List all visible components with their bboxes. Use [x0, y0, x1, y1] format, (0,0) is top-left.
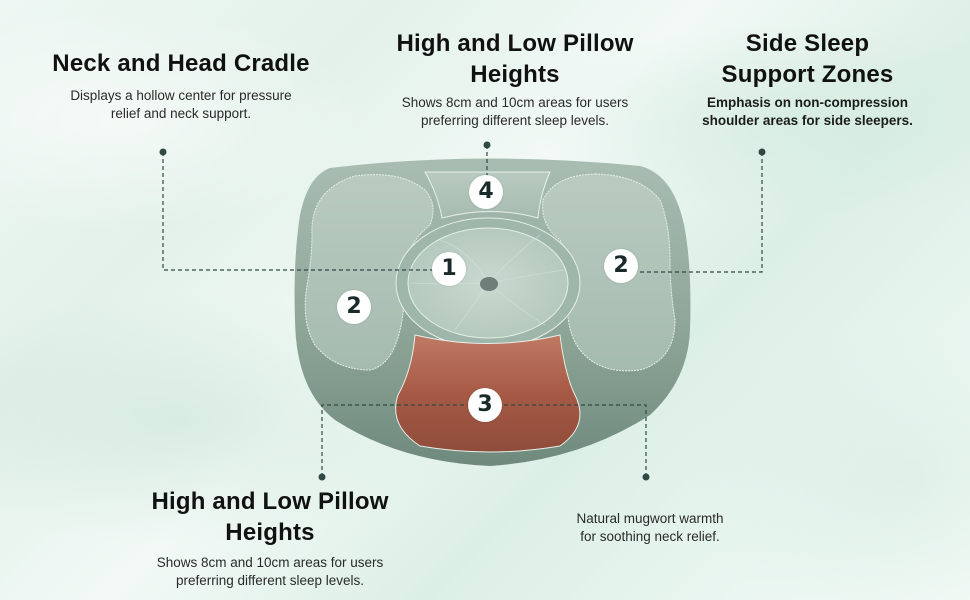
callout-side-sleep-zones: Side Sleep Support Zones Emphasis on non…	[685, 28, 930, 130]
connector-dots	[159, 141, 766, 481]
callout-description-line: Natural mugwort warmth	[576, 511, 724, 526]
callout-description-line: shoulder areas for side sleepers.	[702, 113, 913, 128]
connector-right	[625, 152, 763, 273]
callout-pillow-heights-bottom: High and Low Pillow Heights Shows 8cm an…	[105, 486, 435, 590]
callout-neck-head-cradle: Neck and Head Cradle Displays a hollow c…	[20, 48, 342, 123]
callout-description-line: preferring different sleep levels.	[420, 113, 610, 128]
callout-description-line: preferring different sleep levels.	[175, 573, 365, 588]
zone-badge-2-left: 2	[337, 290, 371, 324]
callout-description-line: relief and neck support.	[110, 106, 252, 121]
callout-description-line: Shows 8cm and 10cm areas for users	[401, 95, 629, 110]
connector-lines	[162, 145, 763, 477]
callout-title-line: Side Sleep	[745, 30, 870, 57]
zone-badge-2-right: 2	[604, 249, 638, 283]
zone-badge-4: 4	[469, 175, 503, 209]
callout-title-line: Heights	[470, 61, 560, 88]
connector-center	[162, 152, 440, 271]
connector-dot	[642, 473, 650, 481]
zone-side-left	[304, 174, 434, 371]
callout-title: Neck and Head Cradle	[52, 50, 310, 77]
callout-pillow-heights-top: High and Low Pillow Heights Shows 8cm an…	[355, 28, 675, 130]
callout-title-line: High and Low Pillow	[151, 488, 389, 515]
callout-mugwort-warmth: Natural mugwort warmth for soothing neck…	[530, 510, 770, 546]
connector-dot	[318, 473, 326, 481]
callout-title-line: Support Zones	[721, 61, 894, 88]
connector-dot	[483, 141, 491, 149]
callout-description-line: Displays a hollow center for pressure	[70, 88, 292, 103]
callout-title-line: High and Low Pillow	[396, 30, 634, 57]
callout-title-line: Heights	[225, 519, 315, 546]
callout-description-line: Shows 8cm and 10cm areas for users	[156, 555, 384, 570]
zone-badge-3: 3	[468, 388, 502, 422]
center-hollow	[480, 277, 498, 291]
connector-dot	[159, 148, 167, 156]
callout-description-line: Emphasis on non-compression	[706, 95, 909, 110]
connector-dot	[758, 148, 766, 156]
zone-badge-1: 1	[432, 252, 466, 286]
connector-bottom-left	[321, 404, 475, 477]
connector-bottom-right	[495, 404, 647, 477]
callout-description-line: for soothing neck relief.	[580, 529, 720, 544]
